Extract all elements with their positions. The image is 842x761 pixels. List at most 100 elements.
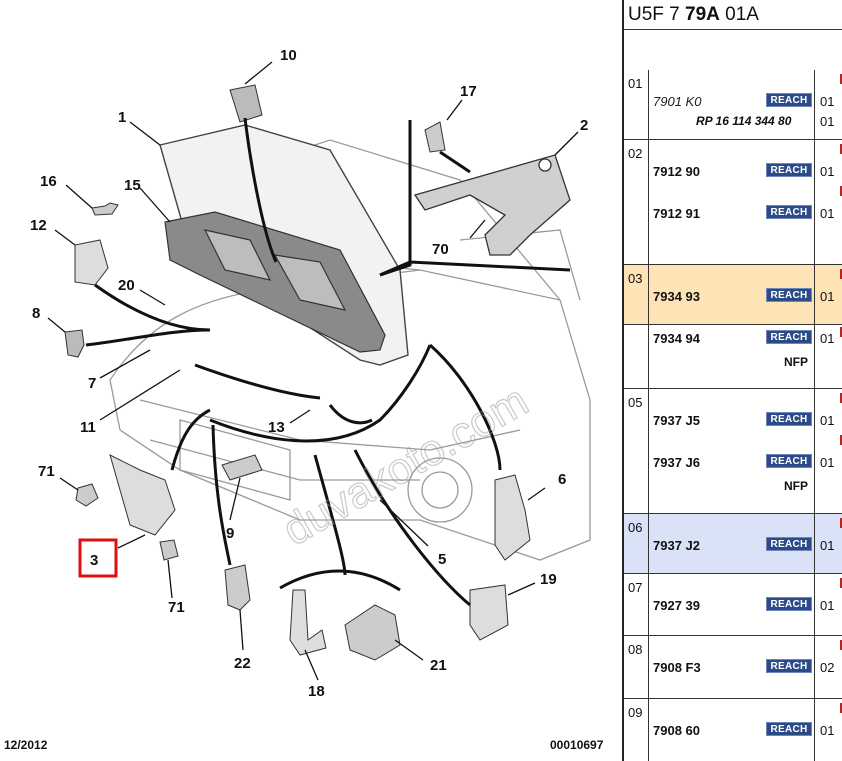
part-code[interactable]: 7934 93 [653,289,700,304]
reach-badge[interactable]: REACH [766,597,812,611]
marker-tick [840,518,842,528]
hinge-part [413,154,571,256]
part-code[interactable]: 7937 J5 [653,413,700,428]
reach-badge[interactable]: REACH [766,412,812,426]
label-71-upper[interactable]: 71 [38,463,55,480]
marker-tick [840,703,842,713]
label-9[interactable]: 9 [226,525,234,542]
label-7[interactable]: 7 [88,375,96,392]
part-71-upper-shape [75,483,99,507]
part-3-shape [109,454,176,536]
row-index: 09 [628,705,643,720]
part-quantity: 01 [820,206,835,221]
part-6-shape [494,474,531,561]
replacement-reference: RP 16 114 344 80 [696,114,792,128]
label-15[interactable]: 15 [124,177,141,194]
footer-date: 12/2012 [4,738,48,752]
column-divider [648,265,649,324]
label-18[interactable]: 18 [308,683,325,700]
footer-reference: 00010697 [550,738,604,752]
reach-badge[interactable]: REACH [766,93,812,107]
part-8-shape [64,329,85,358]
column-divider [814,325,815,388]
part-quantity: 01 [820,455,835,470]
label-6[interactable]: 6 [558,471,566,488]
diagram-drawing: duvakoto.com 10 1 17 2 16 15 12 70 20 8 … [30,47,591,700]
column-divider [814,574,815,635]
marker-tick [840,393,842,403]
part-16-shape [91,202,119,216]
replacement-quantity: 01 [820,114,835,129]
label-8[interactable]: 8 [32,305,40,322]
part-code[interactable]: 7927 39 [653,598,700,613]
part-quantity: 01 [820,598,835,613]
reach-badge[interactable]: REACH [766,163,812,177]
part-71-lower-shape [159,539,179,561]
reach-badge[interactable]: REACH [766,659,812,673]
column-divider [814,70,815,139]
label-12[interactable]: 12 [30,217,47,234]
label-22[interactable]: 22 [234,655,251,672]
label-11[interactable]: 11 [80,419,96,436]
column-divider [648,574,649,635]
row-index: 03 [628,271,643,286]
label-70[interactable]: 70 [432,241,449,258]
reach-badge[interactable]: REACH [766,205,812,219]
reach-badge[interactable]: REACH [766,454,812,468]
part-quantity: 01 [820,723,835,738]
marker-tick [840,144,842,154]
reach-badge[interactable]: REACH [766,330,812,344]
exploded-parts-diagram: duvakoto.com 10 1 17 2 16 15 12 70 20 8 … [4,47,604,752]
part-code[interactable]: 7934 94 [653,331,700,346]
header-suffix: 01A [719,4,759,25]
reach-badge[interactable]: REACH [766,722,812,736]
label-21[interactable]: 21 [430,657,447,674]
part-code[interactable]: 7937 J6 [653,455,700,470]
label-3[interactable]: 3 [90,552,98,569]
part-code[interactable]: 7908 F3 [653,660,701,675]
marker-tick [840,74,842,84]
cables [85,117,571,607]
reach-badge[interactable]: REACH [766,537,812,551]
label-71-lower[interactable]: 71 [168,599,185,616]
column-divider [648,389,649,513]
column-divider [648,636,649,698]
nfp-flag: NFP [784,479,808,493]
part-code[interactable]: 7901 K0 [653,94,702,109]
label-13[interactable]: 13 [268,419,285,436]
part-code[interactable]: 7912 90 [653,164,700,179]
part-10-shape [229,84,263,123]
part-code[interactable]: 7937 J2 [653,538,700,553]
part-code[interactable]: 7912 91 [653,206,700,221]
panel-header: U5F 7 79A 01A [624,0,842,30]
highlight-box [78,538,118,578]
label-5[interactable]: 5 [438,551,446,568]
part-quantity: 02 [820,660,835,675]
part-code[interactable]: 7908 60 [653,723,700,738]
reach-badge[interactable]: REACH [766,288,812,302]
label-19[interactable]: 19 [540,571,557,588]
column-divider [814,265,815,324]
label-20[interactable]: 20 [118,277,135,294]
parts-row[interactable]: 09 7908 60 REACH 01 [624,699,842,761]
label-16[interactable]: 16 [40,173,57,190]
parts-row[interactable]: 08 7908 F3 REACH 02 [624,636,842,699]
label-10[interactable]: 10 [280,47,297,64]
label-2[interactable]: 2 [580,117,588,134]
part-quantity: 01 [820,538,835,553]
part-12-shape [74,239,109,286]
label-17[interactable]: 17 [460,83,477,100]
row-index: 08 [628,642,643,657]
label-1[interactable]: 1 [118,109,126,126]
insulation-pad [164,211,386,353]
column-divider [814,389,815,513]
part-22-shape [224,564,251,611]
column-divider [648,699,649,761]
